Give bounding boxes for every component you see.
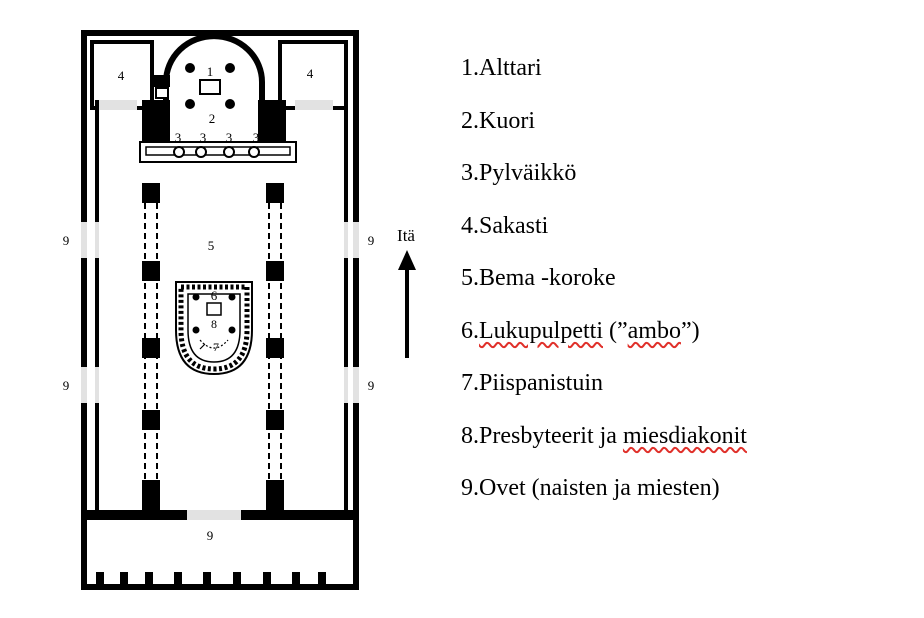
label-door-left-lower: 9: [63, 378, 70, 393]
narthex: [81, 510, 359, 586]
legend-text: 1.Alttari: [461, 55, 542, 81]
spellcheck-flagged-word[interactable]: ambo: [627, 317, 681, 344]
label-door-right-lower: 9: [368, 378, 375, 393]
legend-text: 7.Piispanistuin: [461, 370, 604, 396]
legend-item: 5.Bema -koroke: [461, 261, 747, 314]
legend-text: 5.Bema -koroke: [461, 265, 616, 291]
legend-item: 8.Presbyteerit ja miesdiakonit: [461, 419, 747, 472]
label-door-right-upper: 9: [368, 233, 375, 248]
legend-item: 2.Kuori: [461, 104, 747, 157]
column-row-left: [142, 183, 160, 514]
church-floor-plan: 1 2 3 3 3 3 4 4 5 6 8 7 9 9 9 9 9 Itä: [63, 30, 416, 590]
label-door-left-upper: 9: [63, 233, 70, 248]
legend-item: 6.Lukupulpetti (”ambo”): [461, 314, 747, 367]
door-gaps: [81, 222, 359, 403]
label-bishop-seat: 7: [213, 340, 219, 354]
label-colonnade: 3: [253, 130, 260, 145]
legend-list: 1.Alttari 2.Kuori 3.Pylväikkö 4.Sakasti …: [461, 51, 747, 524]
apse: [142, 33, 286, 142]
legend-item: 9.Ovet (naisten ja miesten): [461, 471, 747, 524]
label-ambo: 6: [211, 288, 218, 303]
legend-text: 3.Pylväikkö: [461, 160, 577, 186]
east-arrow: [398, 250, 416, 358]
label-choir: 2: [209, 111, 216, 126]
nave-side-wall-gaps: [95, 222, 348, 403]
legend-prefix: 8.Presbyteerit ja: [461, 422, 623, 449]
nave-side-walls: [95, 100, 348, 512]
label-sacristy-left: 4: [118, 68, 125, 83]
label-sacristy-right: 4: [307, 66, 314, 81]
label-bema: 5: [208, 238, 215, 253]
label-colonnade: 3: [175, 130, 182, 145]
sacristy-left: [90, 40, 154, 110]
bema-ambo: [175, 281, 253, 376]
legend-text: 4.Sakasti: [461, 212, 549, 239]
legend-item: 3.Pylväikkö: [461, 156, 747, 209]
outer-walls: [81, 30, 359, 590]
legend-item: 7.Piispanistuin: [461, 366, 747, 419]
spellcheck-flagged-word[interactable]: miesdiakonit: [622, 422, 747, 449]
label-altar: 1: [207, 64, 214, 79]
legend-item: 1.Alttari: [461, 51, 747, 104]
legend-prefix: 6.: [461, 317, 479, 344]
sacristy-right: [278, 40, 348, 110]
label-presbyters: 8: [211, 317, 217, 331]
legend-suffix: ”): [680, 317, 700, 344]
legend-text: 2.Kuori: [461, 107, 535, 134]
legend-middle: (”: [602, 317, 628, 344]
column-row-right: [266, 183, 284, 514]
altar: [185, 63, 235, 109]
spellcheck-flagged-word[interactable]: Lukupulpetti: [479, 317, 603, 344]
label-door-bottom: 9: [207, 528, 214, 543]
legend-text: 9.Ovet (naisten ja miesten): [461, 475, 720, 501]
legend-item: 4.Sakasti: [461, 209, 747, 262]
colonnade: [139, 141, 297, 163]
compass-label: Itä: [397, 226, 415, 245]
label-colonnade: 3: [226, 130, 233, 145]
label-colonnade: 3: [200, 130, 207, 145]
